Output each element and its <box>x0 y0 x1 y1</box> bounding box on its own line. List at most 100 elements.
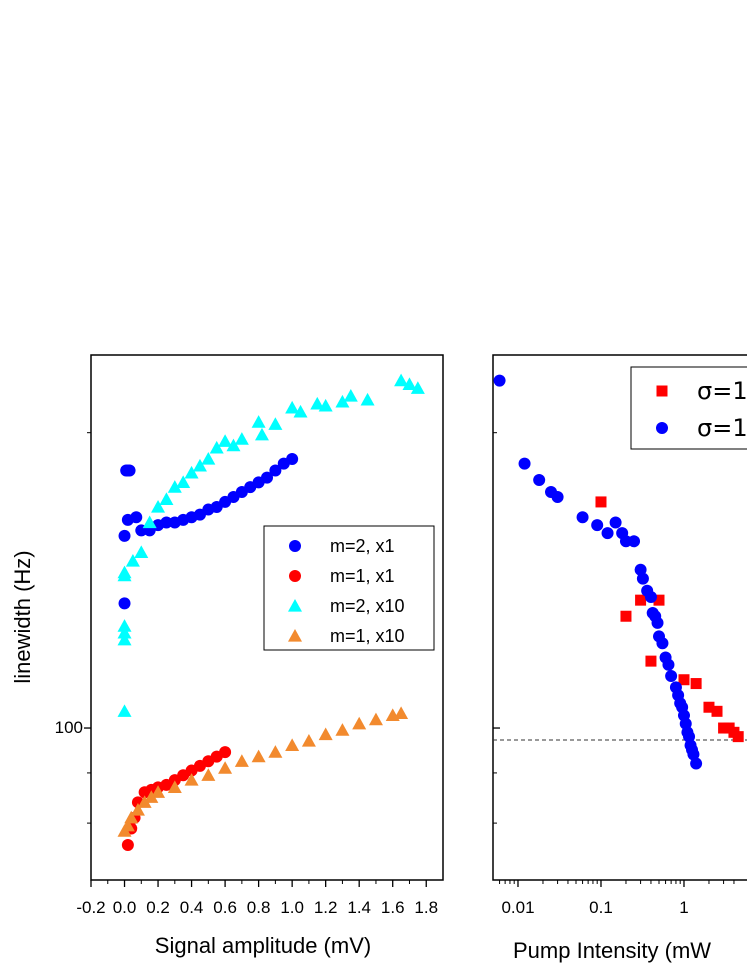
left-series-2-point <box>184 465 199 479</box>
right-x-ticks: 0.01 0.1 1 <box>499 880 735 917</box>
left-plot-frame <box>90 354 444 881</box>
left-series-3-point <box>352 716 367 730</box>
left-series-3-point <box>120 818 135 832</box>
left-series-2-point <box>201 452 216 465</box>
right-series-1-point <box>601 527 614 540</box>
left-legend-label-0: m=2, x1 <box>330 536 395 556</box>
left-series-2-point <box>125 553 140 567</box>
right-series-0-point <box>732 731 744 743</box>
left-legend-label-2: m=2, x10 <box>330 596 405 616</box>
right-legend-label-1: σ=1 <box>697 414 747 442</box>
left-series-2-point <box>117 619 132 632</box>
left-series-3-point <box>218 761 233 774</box>
right-series-1-point <box>493 374 506 387</box>
left-series-3-point <box>285 738 300 752</box>
right-series-0-point <box>711 705 723 717</box>
left-series-1-point <box>121 838 134 851</box>
right-series-1-point <box>518 457 531 470</box>
right-legend-label-0: σ=1 <box>697 377 747 405</box>
left-x-tick-label: 0.4 <box>180 898 204 917</box>
left-legend-symbol-2 <box>288 599 302 612</box>
left-series-0-point <box>118 529 131 542</box>
left-y-tick-label-100: 100 <box>55 718 83 737</box>
right-series-1-point <box>576 511 589 524</box>
left-series-2-point <box>218 434 233 447</box>
left-x-tick-label: 1.0 <box>280 898 304 917</box>
right-series-1-point <box>628 535 641 548</box>
left-series-2-point <box>117 632 132 646</box>
right-series-1-point <box>644 591 657 604</box>
left-x-tick-label: 1.2 <box>314 898 338 917</box>
right-series-0-point <box>703 701 715 713</box>
left-series-2-point <box>285 400 300 414</box>
left-series-3-point <box>167 780 182 793</box>
right-series-1-point <box>687 748 700 761</box>
left-series-2-point <box>117 565 132 579</box>
right-series-1-point <box>533 473 546 486</box>
left-series-2-point <box>254 427 269 441</box>
left-series-2-point <box>234 432 249 445</box>
right-series-0-point <box>718 722 730 734</box>
left-series-2-point <box>151 499 166 513</box>
right-y-ticks <box>493 432 500 824</box>
right-series-1-point <box>551 490 564 503</box>
left-x-tick-label: 0.2 <box>146 898 170 917</box>
left-series-2-point <box>117 625 132 639</box>
left-x-tick-label: 0.8 <box>247 898 271 917</box>
left-series-2-point <box>335 394 350 408</box>
left-series-3-point <box>268 745 283 758</box>
left-legend-symbol-1 <box>289 570 301 582</box>
left-legend-label-3: m=1, x10 <box>330 626 405 646</box>
left-legend-symbol-0 <box>289 540 301 552</box>
right-series-1-point <box>690 757 703 770</box>
right-series-0-point <box>690 678 702 690</box>
left-legend-symbol-3 <box>288 629 302 642</box>
left-series-0-point <box>286 453 299 466</box>
left-series-2-point <box>134 545 149 559</box>
right-series-0-point <box>678 674 690 686</box>
right-x-tick-label: 1 <box>679 898 688 917</box>
right-series-0-point <box>595 496 607 508</box>
left-series-0-point <box>130 511 143 524</box>
right-series-1-point <box>651 616 664 629</box>
left-x-tick-label: 1.6 <box>381 898 405 917</box>
left-series-3-point <box>151 785 166 798</box>
right-series-1-point <box>609 516 622 529</box>
right-x-axis-title: Pump Intensity (mW <box>513 938 711 963</box>
left-series-2-point <box>251 415 266 428</box>
left-x-tick-label: -0.2 <box>76 898 105 917</box>
left-series-2-point <box>268 417 283 430</box>
left-series-2-point <box>159 492 174 506</box>
left-series-3-point <box>184 773 199 786</box>
left-series-2-point <box>343 388 358 402</box>
right-x-tick-label: 0.01 <box>501 898 534 917</box>
left-y-axis-title: linewidth (Hz) <box>10 550 35 683</box>
left-series-0-point <box>118 597 131 610</box>
left-series-3-point <box>201 768 216 781</box>
left-series-2-point <box>410 381 425 394</box>
left-series-2-point <box>394 373 409 387</box>
left-series-3-point <box>335 723 350 736</box>
right-series-1-point <box>665 669 678 682</box>
left-series-2-point <box>318 398 333 412</box>
right-x-tick-label: 0.1 <box>589 898 613 917</box>
right-series-0-point <box>620 610 632 622</box>
right-legend-box <box>630 366 747 450</box>
left-series-3-point <box>394 706 409 719</box>
left-series-0-point <box>269 464 282 477</box>
left-series-2-point <box>402 377 417 390</box>
left-series-2-point <box>209 440 224 454</box>
left-series-2-point <box>142 515 157 529</box>
right-chart-panel: 0.01 0.1 1 Pump Intensity (mW σ=1 σ=1 <box>492 354 747 963</box>
left-series-3-point <box>368 712 383 726</box>
left-data-marks <box>117 373 425 851</box>
left-series-2-point <box>226 438 241 452</box>
left-series-3-point <box>301 734 316 747</box>
left-series-2-point <box>176 475 191 488</box>
left-series-0-point <box>123 464 136 477</box>
right-series-1-point <box>662 658 675 671</box>
